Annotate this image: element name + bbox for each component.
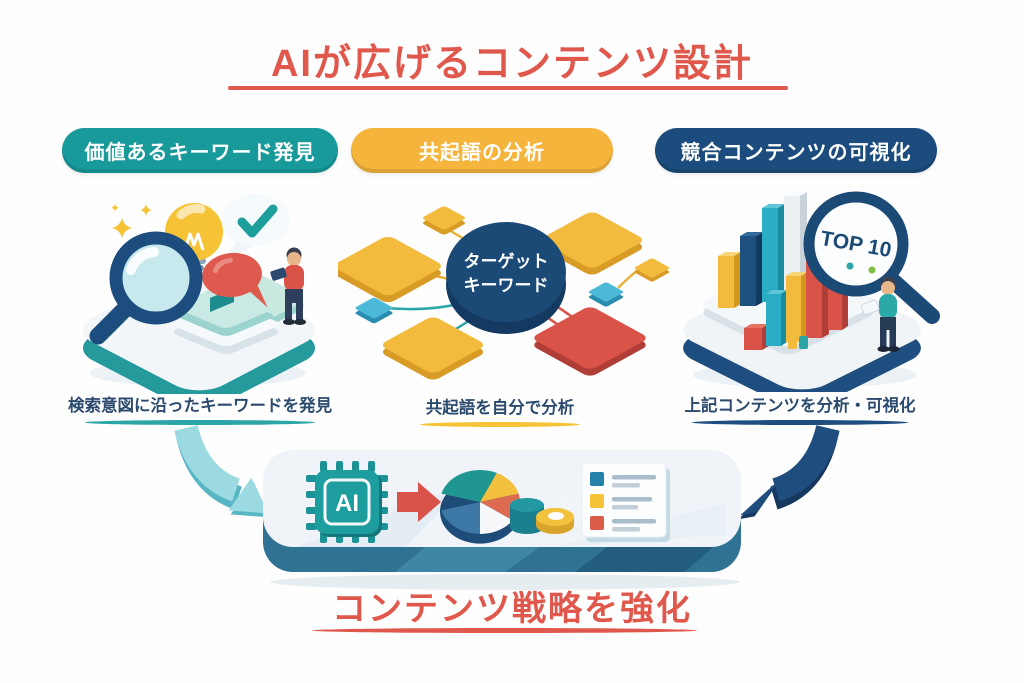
keyword-discovery-illustration [82, 194, 316, 394]
yellow-node-large-left [338, 236, 441, 303]
yellow-node-large-topright [541, 212, 643, 275]
teal-curved-arrow-icon [174, 424, 270, 518]
ai-output-platform: AI [263, 450, 741, 590]
caption-keyword-discovery: 検索意図に沿ったキーワードを発見 [68, 397, 332, 415]
teal-node-small-left [355, 297, 393, 324]
header-cooccurrence-analysis: 共起語の分析 [351, 128, 613, 173]
bar-chart-3d-icon [718, 192, 848, 350]
checklist-card-icon [581, 462, 670, 542]
teal-node-small-right [588, 282, 624, 307]
books-icon [173, 288, 279, 355]
yellow-node-small-right [634, 258, 670, 282]
caption-underline-yellow [420, 422, 580, 427]
competitor-visualization-illustration: TOP 10 [683, 191, 940, 392]
header-keyword-discovery: 価値あるキーワード発見 [62, 128, 338, 173]
caption-competitor: 上記コンテンツを分析・可視化 [684, 397, 916, 415]
yellow-node-large-bottomleft [382, 317, 484, 380]
analyst-person-icon [860, 276, 900, 352]
target-node-label-line1: ターゲット [464, 251, 549, 271]
speech-bubble-icon [202, 252, 268, 308]
ai-chip-icon: AI [306, 461, 388, 543]
header-competitor-visualization: 競合コンテンツの可視化 [655, 128, 937, 173]
footer-title: コンテンツ戦略を強化 [332, 590, 692, 628]
target-keyword-node: ターゲット キーワード [446, 222, 566, 334]
keyword-network-icon: ターゲット キーワード [338, 206, 670, 380]
yellow-node-small-top [423, 206, 465, 235]
caption-underline-navy [692, 420, 908, 425]
platform-shadow [270, 574, 740, 590]
donut-chart-icon [536, 499, 574, 534]
caption-cooccurrence: 共起語を自分で分析 [425, 399, 575, 417]
ai-chip-label: AI [335, 490, 359, 517]
pie-chart-icon [440, 469, 520, 544]
reading-person-icon [270, 247, 306, 325]
caption-underline-teal [85, 420, 315, 425]
top10-magnifier-icon: TOP 10 [803, 191, 940, 324]
footer-underline [312, 628, 697, 633]
page-title: AIが広げるコンテンツ設計 [270, 43, 753, 85]
cylinder-chart-icon [510, 498, 544, 534]
magnifier-icon [89, 231, 203, 345]
red-arrow-icon [397, 482, 441, 522]
target-node-label-line2: キーワード [464, 276, 549, 295]
title-underline [228, 86, 788, 90]
navy-curved-arrow-icon [738, 424, 840, 520]
sparkles-icon [111, 204, 152, 238]
red-node-large-bottomright [534, 307, 646, 376]
check-bubble-icon [222, 194, 290, 262]
